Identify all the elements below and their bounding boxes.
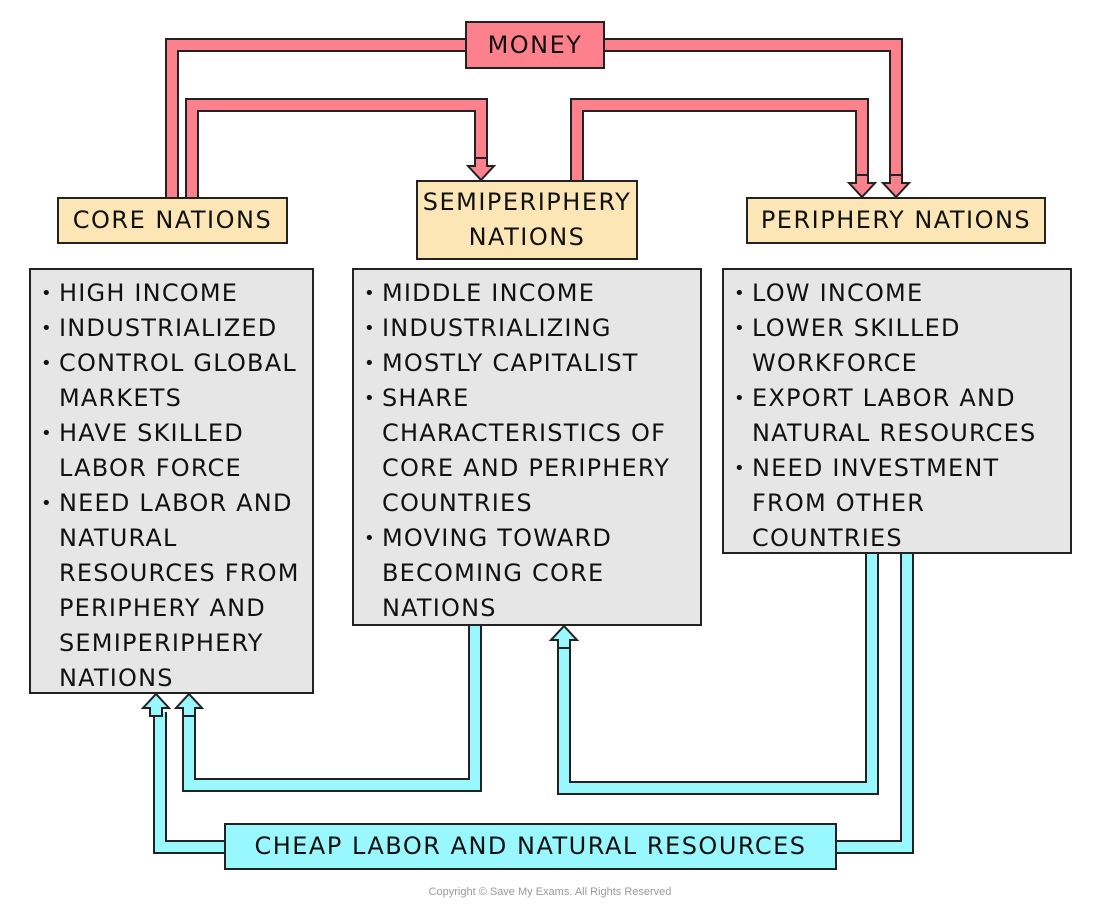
money-to-core bbox=[167, 40, 466, 198]
periphery-title: PERIPHERY NATIONS bbox=[760, 206, 1032, 234]
core-to-semi bbox=[187, 100, 486, 198]
core-to-semi-arrowhead-icon bbox=[465, 157, 497, 182]
characteristic-item: MIDDLE INCOME bbox=[364, 276, 696, 311]
characteristic-item: EXPORT LABOR AND NATURAL RESOURCES bbox=[734, 381, 1066, 451]
core-title: CORE NATIONS bbox=[72, 206, 273, 234]
characteristic-item: MOSTLY CAPITALIST bbox=[364, 346, 696, 381]
copyright-text: Copyright © Save My Exams. All Rights Re… bbox=[428, 886, 672, 898]
characteristic-item: LOWER SKILLED WORKFORCE bbox=[734, 311, 1066, 381]
semi-title: SEMIPERIPHERY NATIONS bbox=[422, 188, 632, 251]
periphery-to-semi bbox=[559, 553, 877, 793]
periphery-nations-label: PERIPHERY NATIONS bbox=[746, 197, 1046, 244]
semi-to-core-arrowhead-icon bbox=[173, 692, 205, 717]
characteristic-item: NEED INVESTMENT FROM OTHER COUNTRIES bbox=[734, 451, 1066, 556]
semiperiphery-nations-label: SEMIPERIPHERY NATIONS bbox=[416, 180, 638, 260]
characteristic-item: INDUSTRIALIZING bbox=[364, 311, 696, 346]
core-characteristics-box: HIGH INCOMEINDUSTRIALIZEDCONTROL GLOBAL … bbox=[29, 268, 314, 694]
periphery-characteristics-box: LOW INCOMELOWER SKILLED WORKFORCEEXPORT … bbox=[722, 268, 1072, 554]
semi-to-periphery-outline bbox=[570, 98, 869, 181]
resources-to-core-arrowhead-icon bbox=[140, 692, 172, 717]
characteristic-item: CONTROL GLOBAL MARKETS bbox=[41, 346, 308, 416]
periphery-to-semi-arrowhead-icon bbox=[548, 624, 580, 649]
semi-to-periphery bbox=[572, 100, 867, 181]
semi-to-core bbox=[184, 625, 480, 790]
money-to-periphery bbox=[604, 40, 901, 177]
characteristic-item: NEED LABOR AND NATURAL RESOURCES FROM PE… bbox=[41, 486, 308, 696]
money-label: MONEY bbox=[487, 30, 583, 59]
characteristic-item: SHARE CHARACTERISTICS OF CORE AND PERIPH… bbox=[364, 381, 696, 521]
characteristic-item: HAVE SKILLED LABOR FORCE bbox=[41, 416, 308, 486]
resources-label: CHEAP LABOR AND NATURAL RESOURCES bbox=[254, 832, 807, 860]
money-box: MONEY bbox=[465, 21, 605, 69]
semiperiphery-characteristics-box: MIDDLE INCOMEINDUSTRIALIZINGMOSTLY CAPIT… bbox=[352, 268, 702, 626]
money-to-periphery-arrowhead-icon bbox=[880, 174, 912, 199]
resources-to-core bbox=[155, 712, 225, 852]
money-to-core-outline bbox=[165, 38, 466, 198]
characteristic-item: INDUSTRIALIZED bbox=[41, 311, 308, 346]
characteristic-item: LOW INCOME bbox=[734, 276, 1066, 311]
resources-to-periphery bbox=[836, 553, 912, 852]
characteristic-item: HIGH INCOME bbox=[41, 276, 308, 311]
characteristic-item: MOVING TOWARD BECOMING CORE NATIONS bbox=[364, 521, 696, 626]
resources-box: CHEAP LABOR AND NATURAL RESOURCES bbox=[224, 823, 837, 870]
core-nations-label: CORE NATIONS bbox=[57, 197, 288, 244]
semi-to-periphery-arrowhead-icon bbox=[846, 174, 878, 199]
